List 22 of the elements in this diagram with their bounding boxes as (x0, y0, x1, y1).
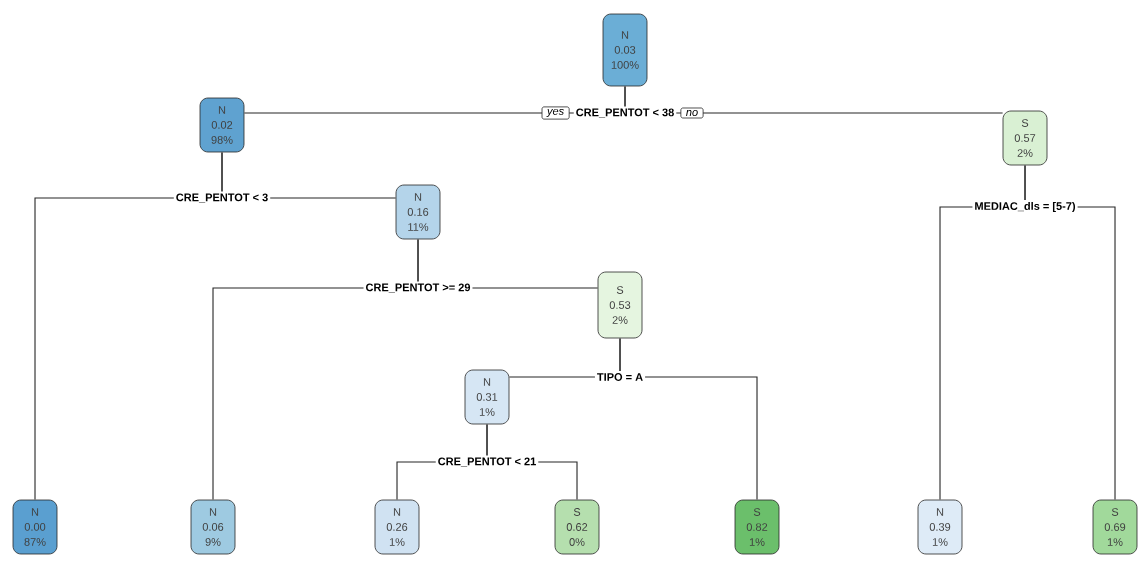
split-label: CRE_PENTOT < 3 (173, 191, 271, 205)
tree-node: S 0.62 0% (554, 499, 600, 555)
tree-node: N 0.02 98% (199, 97, 245, 153)
tree-node: N 0.39 1% (917, 499, 963, 555)
split-label: TIPO = A (594, 371, 646, 383)
branch-line (619, 337, 758, 501)
tree-node: N 0.26 1% (374, 499, 420, 555)
split-label: CRE_PENTOT < 38 (573, 106, 677, 120)
split-label: CRE_PENTOT >= 29 (363, 281, 473, 295)
tree-node: N 0.31 1% (464, 369, 510, 425)
tree-node: N 0.06 9% (190, 499, 236, 555)
tree-node: S 0.69 1% (1092, 499, 1138, 555)
tree-node: S 0.57 2% (1002, 110, 1048, 166)
split-label: CRE_PENTOT < 21 (435, 455, 539, 469)
split-label: MEDIAC_dls = [5-7) (972, 199, 1078, 215)
tree-node: N 0.16 11% (395, 184, 441, 240)
edge-label: yes (541, 106, 570, 120)
tree-node: N 0.03 100% (602, 13, 648, 87)
tree-node: S 0.82 1% (734, 499, 780, 555)
tree-node: S 0.53 2% (597, 271, 643, 339)
tree-node: N 0.00 87% (12, 499, 58, 555)
edge-label: no (680, 107, 704, 119)
